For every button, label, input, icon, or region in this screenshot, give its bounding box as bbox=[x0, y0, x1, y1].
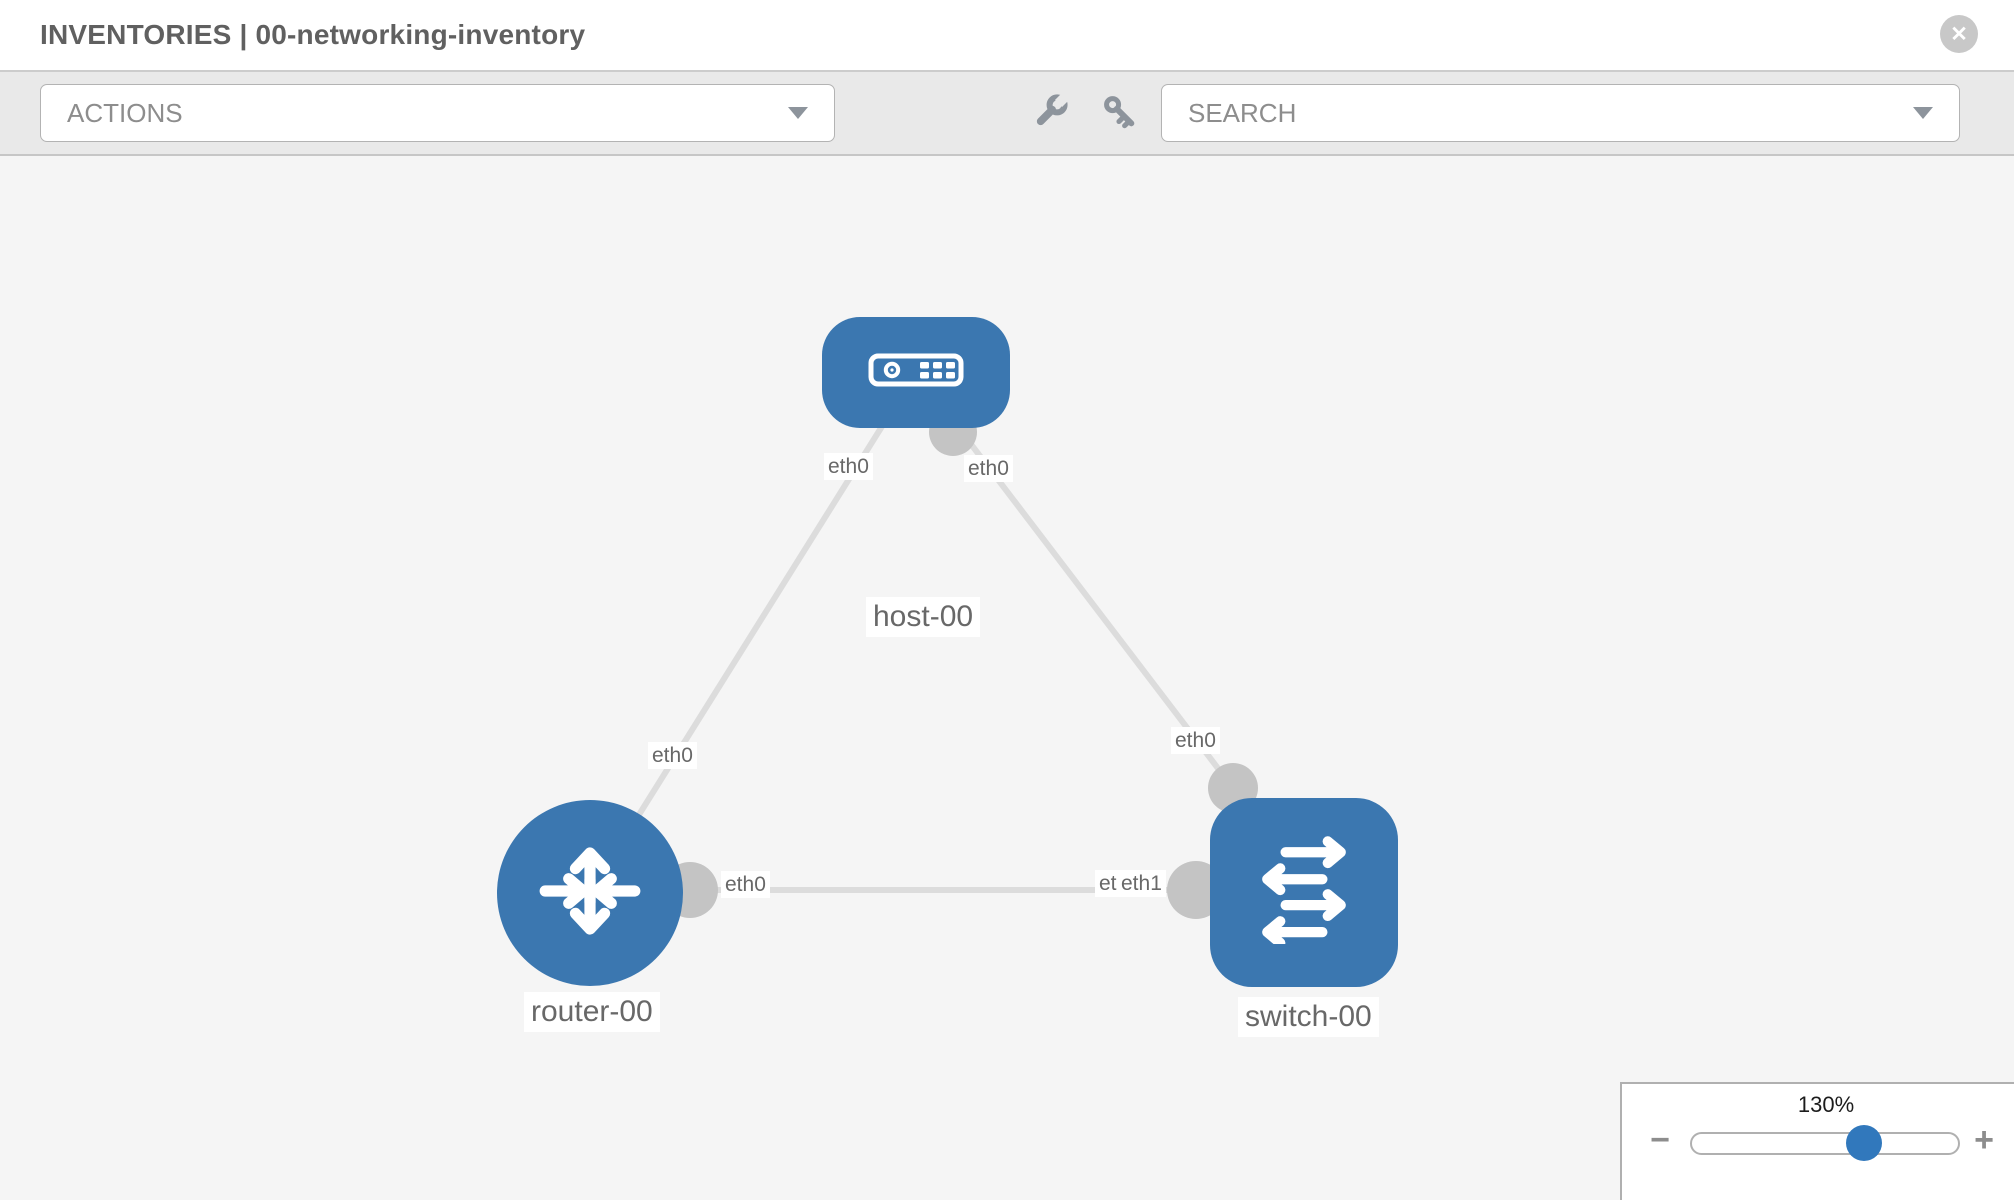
search-dropdown[interactable]: SEARCH bbox=[1161, 84, 1960, 142]
minus-icon: − bbox=[1650, 1121, 1670, 1159]
iface-label-host-eth0-to-router: eth0 bbox=[824, 453, 873, 481]
zoom-level-value: 130% bbox=[1797, 1092, 1855, 1117]
actions-dropdown[interactable]: ACTIONS bbox=[40, 84, 835, 142]
plus-icon: + bbox=[1974, 1121, 1994, 1159]
configure-button[interactable] bbox=[1028, 91, 1072, 135]
chevron-down-icon bbox=[1913, 107, 1933, 119]
zoom-out-button[interactable]: − bbox=[1640, 1120, 1680, 1160]
toolbar: ACTIONS bbox=[0, 72, 2014, 156]
switch-icon bbox=[1250, 836, 1358, 949]
iface-label-router-eth0-to-switch: eth0 bbox=[721, 871, 770, 899]
zoom-slider-thumb[interactable] bbox=[1846, 1125, 1882, 1161]
zoom-in-button[interactable]: + bbox=[1964, 1120, 2004, 1160]
node-label-router-00: router-00 bbox=[524, 992, 660, 1032]
iface-label-switch-eth0-to-host: eth0 bbox=[1171, 727, 1220, 755]
close-icon: ✕ bbox=[1950, 22, 1968, 46]
topology-canvas[interactable]: host-00 router-00 switch-00 eth0 eth0 et… bbox=[0, 156, 2014, 1200]
node-host-00[interactable] bbox=[822, 317, 1010, 428]
node-switch-00[interactable] bbox=[1210, 798, 1398, 987]
close-button[interactable]: ✕ bbox=[1940, 15, 1978, 53]
node-router-00[interactable] bbox=[497, 800, 683, 986]
node-label-host-00: host-00 bbox=[866, 597, 981, 637]
header: INVENTORIES | 00-networking-inventory ✕ bbox=[0, 0, 2014, 72]
search-dropdown-label: SEARCH bbox=[1188, 97, 1297, 128]
node-label-switch-00: switch-00 bbox=[1238, 997, 1379, 1037]
key-icon bbox=[1098, 90, 1142, 137]
topology-links bbox=[587, 370, 1304, 895]
iface-label-router-eth0-to-host: eth0 bbox=[648, 742, 697, 770]
host-icon bbox=[868, 353, 964, 392]
wrench-icon bbox=[1028, 90, 1072, 137]
page-title: INVENTORIES | 00-networking-inventory bbox=[40, 19, 586, 50]
credentials-button[interactable] bbox=[1098, 91, 1142, 135]
router-icon bbox=[534, 835, 646, 952]
iface-label-switch-eth1-to-router: eth1 bbox=[1117, 870, 1166, 898]
zoom-control-panel: 130% − + bbox=[1620, 1082, 2014, 1200]
iface-label-host-eth0-to-switch: eth0 bbox=[964, 455, 1013, 483]
chevron-down-icon bbox=[788, 107, 808, 119]
zoom-slider-track[interactable] bbox=[1690, 1125, 1960, 1161]
actions-dropdown-label: ACTIONS bbox=[67, 97, 183, 128]
